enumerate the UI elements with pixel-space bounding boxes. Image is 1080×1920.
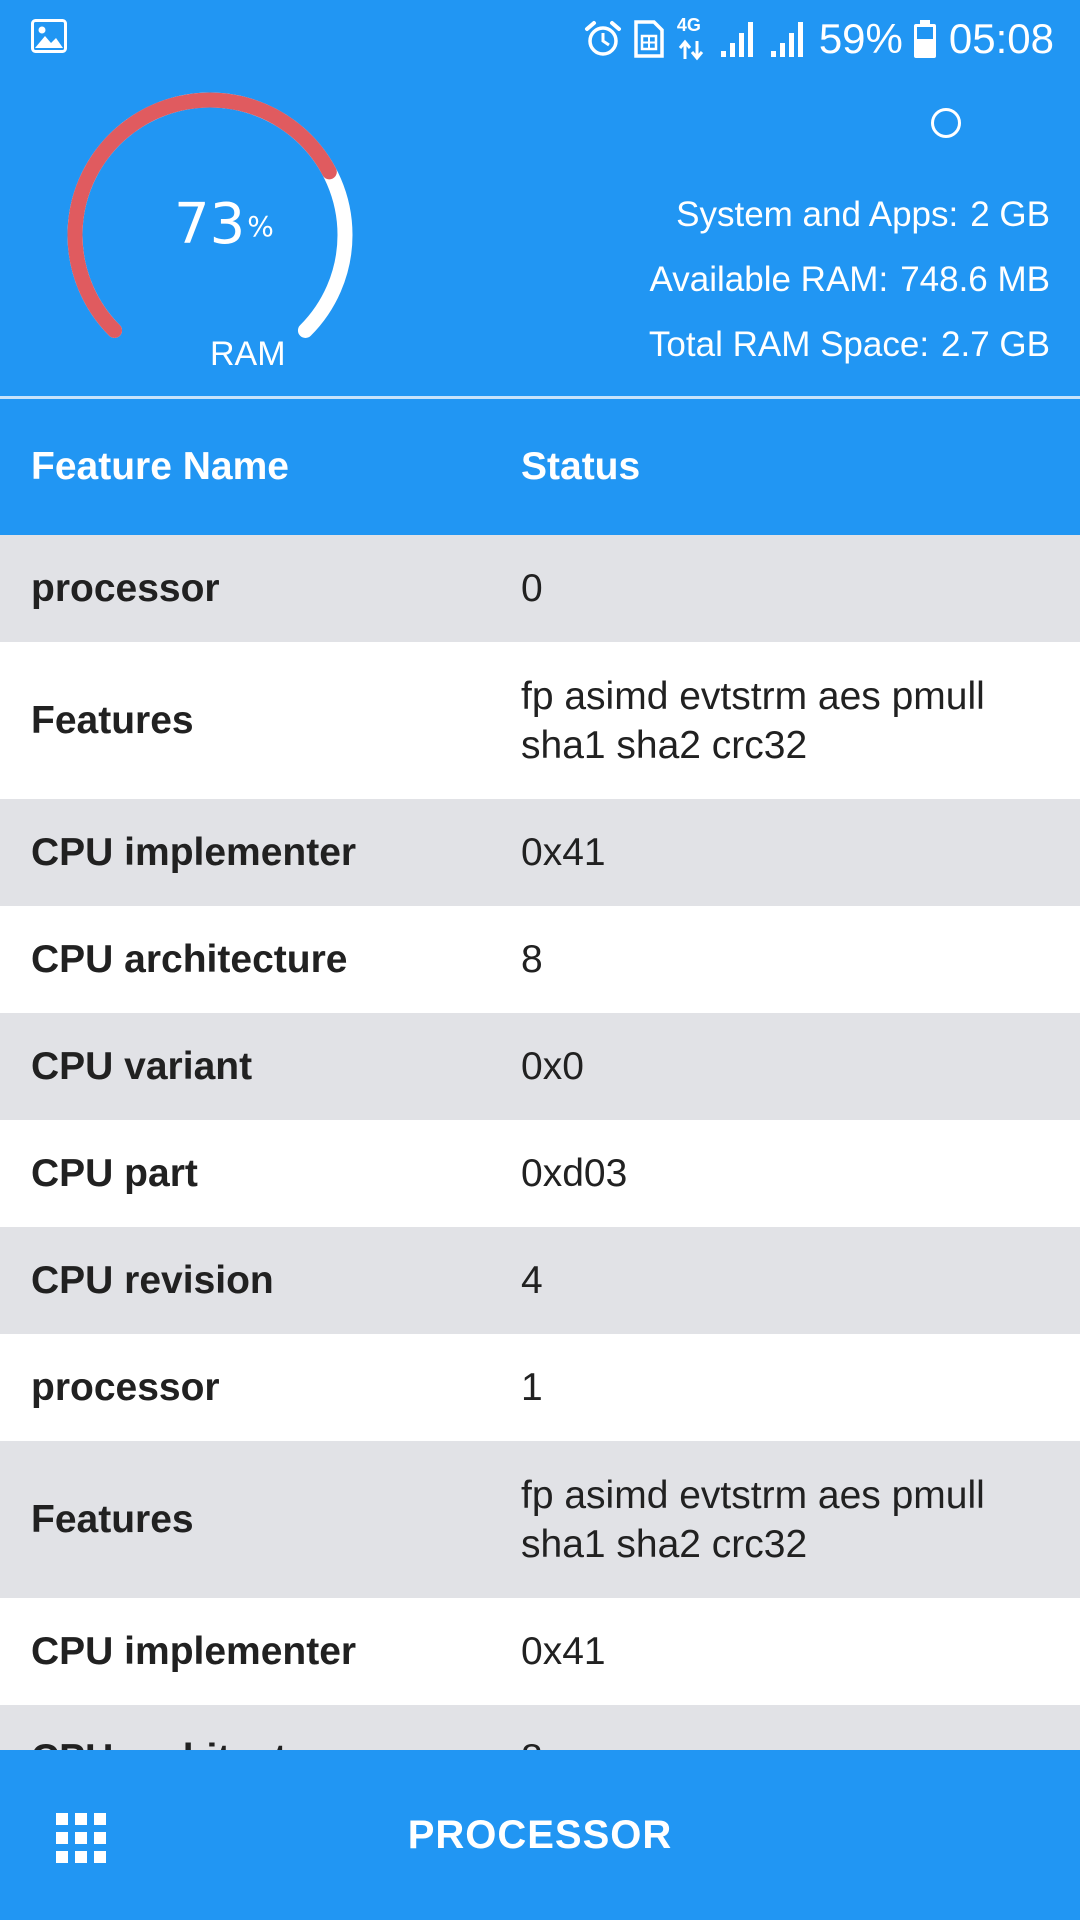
feature-name: processor <box>31 566 220 610</box>
system-apps-row: System and Apps: 2 GB <box>649 188 1050 253</box>
status-bar: 4G <box>0 0 1080 78</box>
total-ram-row: Total RAM Space: 2.7 GB <box>649 318 1050 383</box>
battery-icon <box>913 19 937 59</box>
ram-percent-unit: % <box>247 210 274 243</box>
panel-divider <box>0 396 1080 399</box>
network-type-label: 4G <box>676 15 701 35</box>
ram-gauge-label: RAM <box>210 335 286 373</box>
available-ram-row: Available RAM: 748.6 MB <box>649 253 1050 318</box>
feature-name: CPU implementer <box>31 1629 357 1673</box>
signal-icon <box>769 19 809 59</box>
table-row: CPU revision 4 <box>0 1227 1080 1334</box>
feature-status: fp asimd evtstrm aes pmull sha1 sha2 crc… <box>521 1473 985 1566</box>
gallery-icon <box>31 19 67 53</box>
ram-info: System and Apps: 2 GB Available RAM: 748.6… <box>649 188 1050 383</box>
clock-time: 05:08 <box>948 15 1054 62</box>
table-row: CPU variant 0x0 <box>0 1013 1080 1120</box>
header-feature-name: Feature Name <box>31 445 289 488</box>
ram-percent-value: 73 <box>174 192 246 257</box>
ram-gauge: 73% RAM <box>40 70 380 390</box>
system-apps-value: 2 GB <box>970 195 1050 234</box>
feature-name: CPU variant <box>31 1044 253 1088</box>
feature-name: CPU revision <box>31 1258 274 1302</box>
table-row: processor 0 <box>0 535 1080 642</box>
feature-status: 1 <box>521 1366 543 1409</box>
data-arrows-icon: 4G <box>675 15 709 61</box>
table-row: CPU implementer 0x41 <box>0 799 1080 906</box>
total-ram-value: 2.7 GB <box>941 325 1050 364</box>
feature-status: 8 <box>521 1734 1041 1750</box>
feature-name: CPU part <box>31 1151 198 1195</box>
feature-table[interactable]: processor 0 Features fp asimd evtstrm ae… <box>0 535 1080 1750</box>
feature-name: Features <box>31 698 194 742</box>
feature-status: fp asimd evtstrm aes pmull sha1 sha2 crc… <box>521 674 985 767</box>
battery-percent: 59% <box>818 15 903 62</box>
gauge-used-arc <box>67 92 337 338</box>
feature-status: 8 <box>521 938 543 981</box>
sim-icon <box>633 19 665 59</box>
feature-name: Features <box>31 1497 194 1541</box>
table-row: CPU implementer 0x41 <box>0 1598 1080 1705</box>
feature-status: 0x41 <box>521 1630 606 1673</box>
ram-usage-percent: 73% <box>174 190 274 260</box>
status-icons: 4G <box>583 8 1054 70</box>
refresh-ring-icon[interactable] <box>931 108 961 138</box>
alarm-icon <box>583 19 623 59</box>
feature-status: 0x41 <box>521 831 606 874</box>
feature-status: 0x0 <box>521 1045 584 1088</box>
ram-summary-panel: 4G <box>0 0 1080 396</box>
table-header: Feature Name Status <box>0 399 1080 535</box>
feature-status: 0xd03 <box>521 1152 628 1195</box>
system-apps-label: System and Apps: <box>676 195 959 234</box>
grid-icon[interactable] <box>56 1813 106 1863</box>
bottom-navigation-bar: PROCESSOR <box>0 1750 1080 1920</box>
header-status: Status <box>521 445 641 488</box>
table-row: Features fp asimd evtstrm aes pmull sha1… <box>0 642 1080 799</box>
table-row: CPU architecture 8 <box>0 1705 1080 1750</box>
signal-icon <box>719 19 759 59</box>
feature-status: 0 <box>521 567 543 610</box>
table-row: CPU part 0xd03 <box>0 1120 1080 1227</box>
bottom-bar-title: PROCESSOR <box>407 1813 673 1857</box>
table-row: Features fp asimd evtstrm aes pmull sha1… <box>0 1441 1080 1598</box>
table-row: processor 1 <box>0 1334 1080 1441</box>
feature-name: processor <box>31 1365 220 1409</box>
table-row: CPU architecture 8 <box>0 906 1080 1013</box>
feature-name: CPU implementer <box>31 830 357 874</box>
available-ram-label: Available RAM: <box>649 260 889 299</box>
feature-name: CPU architecture <box>31 1734 501 1751</box>
available-ram-value: 748.6 MB <box>900 260 1050 299</box>
feature-status: 4 <box>521 1259 543 1302</box>
feature-name: CPU architecture <box>31 937 348 981</box>
total-ram-label: Total RAM Space: <box>648 325 930 364</box>
